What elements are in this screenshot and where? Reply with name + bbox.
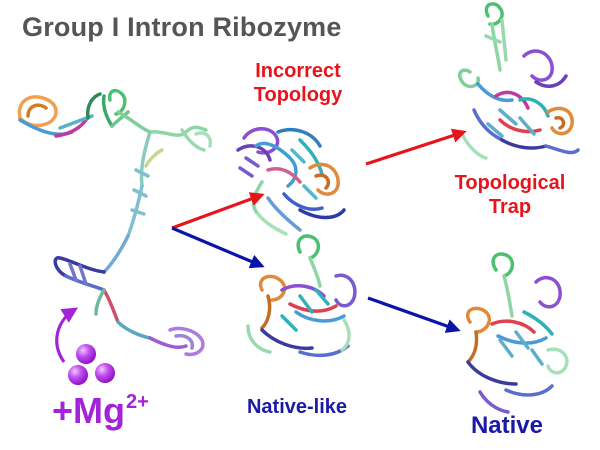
topological-trap-structure xyxy=(458,2,580,160)
incorrect-topology-text: Incorrect Topology xyxy=(253,60,343,106)
magnesium-charge: 2+ xyxy=(126,391,149,413)
magnesium-label-text: +Mg xyxy=(52,390,126,431)
magnesium-ions-icon xyxy=(68,344,115,385)
native-label: Native xyxy=(470,412,544,439)
topological-trap-label: Topological Trap xyxy=(440,172,580,219)
topological-trap-text: Topological Trap xyxy=(454,172,566,218)
native-like-label: Native-like xyxy=(246,396,348,418)
incorrect-topology-label: Incorrect Topology xyxy=(228,60,368,107)
native-structure xyxy=(465,252,569,414)
incorrect-topology-structure xyxy=(236,127,346,236)
native-like-structure xyxy=(246,234,357,358)
magnesium-curved-arrow xyxy=(55,307,79,363)
trap-arrow xyxy=(365,128,467,166)
figure-title: Group I Intron Ribozyme xyxy=(22,12,342,42)
folding-arrow xyxy=(171,226,265,269)
misfolding-arrow xyxy=(171,192,265,230)
unfolded-rna-structure xyxy=(17,88,213,357)
native-arrow xyxy=(367,296,461,333)
magnesium-label: +Mg2+ xyxy=(52,390,149,432)
